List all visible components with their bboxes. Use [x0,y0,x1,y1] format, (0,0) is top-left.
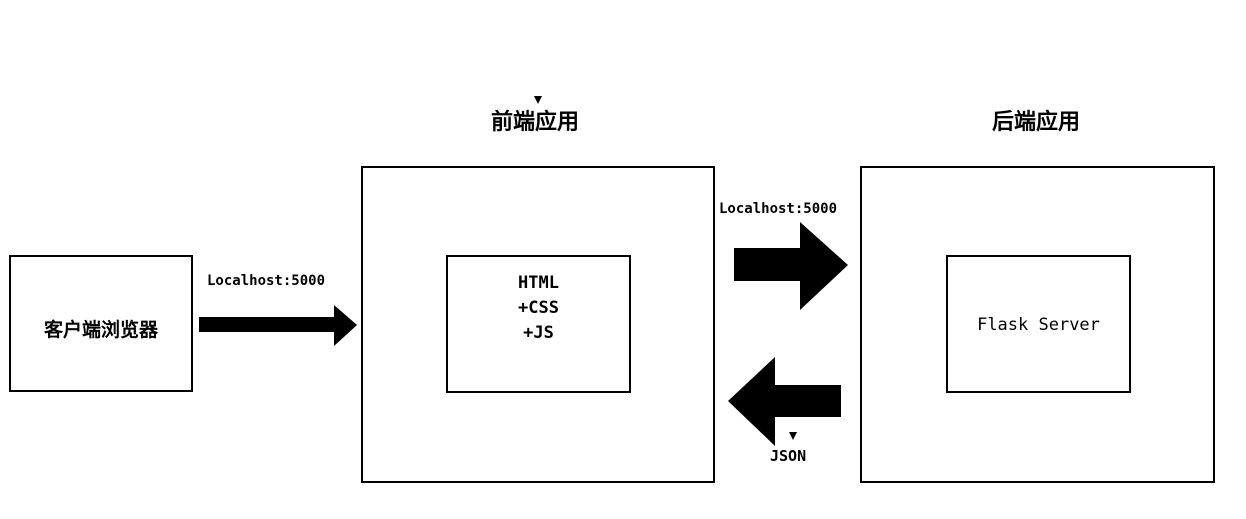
frontend-to-backend-label: Localhost:5000 [719,201,838,217]
marker-triangle-icon [534,96,542,104]
frontend-tech-line-js: +JS [523,323,554,343]
flask-server-node: Flask Server [946,255,1131,393]
flask-server-label: Flask Server [977,315,1100,335]
backend-to-frontend-arrow [728,357,841,446]
frontend-tech-line-css: +CSS [518,298,559,318]
backend-title: 后端应用 [991,110,1080,135]
client-browser-node: 客户端浏览器 [9,255,193,392]
client-to-frontend-arrow [199,305,357,346]
frontend-title: 前端应用 [490,110,579,135]
frontend-tech-text: HTML +CSS +JS [448,271,629,346]
frontend-to-backend-arrow [734,222,848,310]
backend-to-frontend-label: JSON [770,447,807,465]
frontend-tech-line-html: HTML [518,273,559,293]
client-browser-label: 客户端浏览器 [43,319,158,341]
frontend-app-container: HTML +CSS +JS [361,166,715,483]
backend-app-container: Flask Server [860,166,1215,483]
frontend-tech-node: HTML +CSS +JS [446,255,631,393]
client-to-frontend-label: Localhost:5000 [207,273,326,289]
marker-triangle-icon [789,432,797,440]
